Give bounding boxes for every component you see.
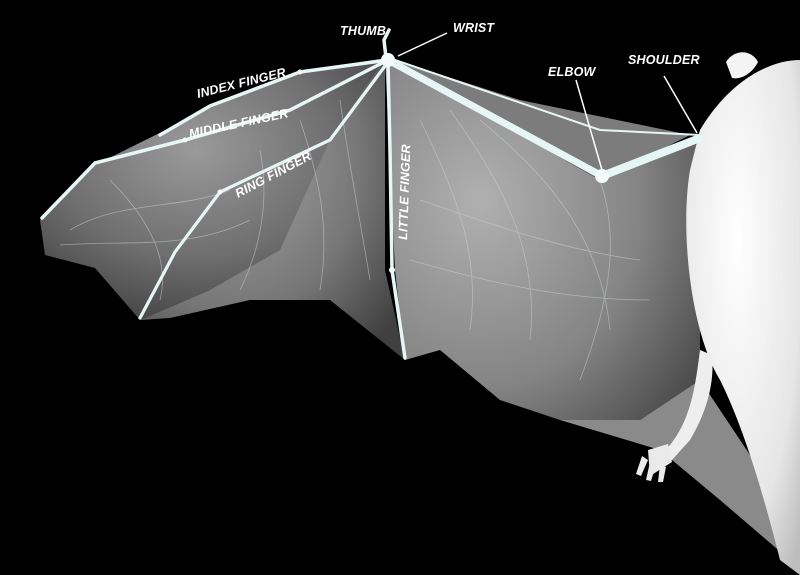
leading-edge-tendon xyxy=(394,59,701,136)
bat-body xyxy=(636,52,800,575)
index-finger-bone xyxy=(158,58,390,137)
wing-membrane xyxy=(40,58,790,560)
elbow-label: ELBOW xyxy=(548,65,597,79)
elbow-leader xyxy=(575,79,603,171)
shoulder-leader xyxy=(663,75,698,134)
humerus-bone xyxy=(598,134,704,180)
wing-bones xyxy=(40,28,704,360)
membrane-arm-panel xyxy=(395,60,690,180)
ear xyxy=(726,52,758,79)
membrane-leg-panel xyxy=(560,380,790,560)
shoulder-label: SHOULDER xyxy=(628,53,700,67)
foot xyxy=(636,444,672,482)
wrist-label: WRIST xyxy=(453,21,495,35)
elbow-joint xyxy=(595,169,609,183)
wrist-leader xyxy=(397,32,448,57)
membrane-inner-panel xyxy=(385,58,700,420)
thumb-bone xyxy=(382,28,391,60)
leg xyxy=(660,350,713,460)
forearm-bone xyxy=(384,56,606,180)
joints xyxy=(182,53,609,273)
little-finger-bone xyxy=(386,62,407,360)
thumb-label: THUMB xyxy=(340,24,386,38)
leader-lines xyxy=(397,32,698,171)
little-finger-label: LITTLE FINGER xyxy=(396,144,413,240)
wrist-joint xyxy=(381,53,395,67)
body-fur xyxy=(686,60,800,575)
membrane-mid-panel xyxy=(140,58,405,360)
